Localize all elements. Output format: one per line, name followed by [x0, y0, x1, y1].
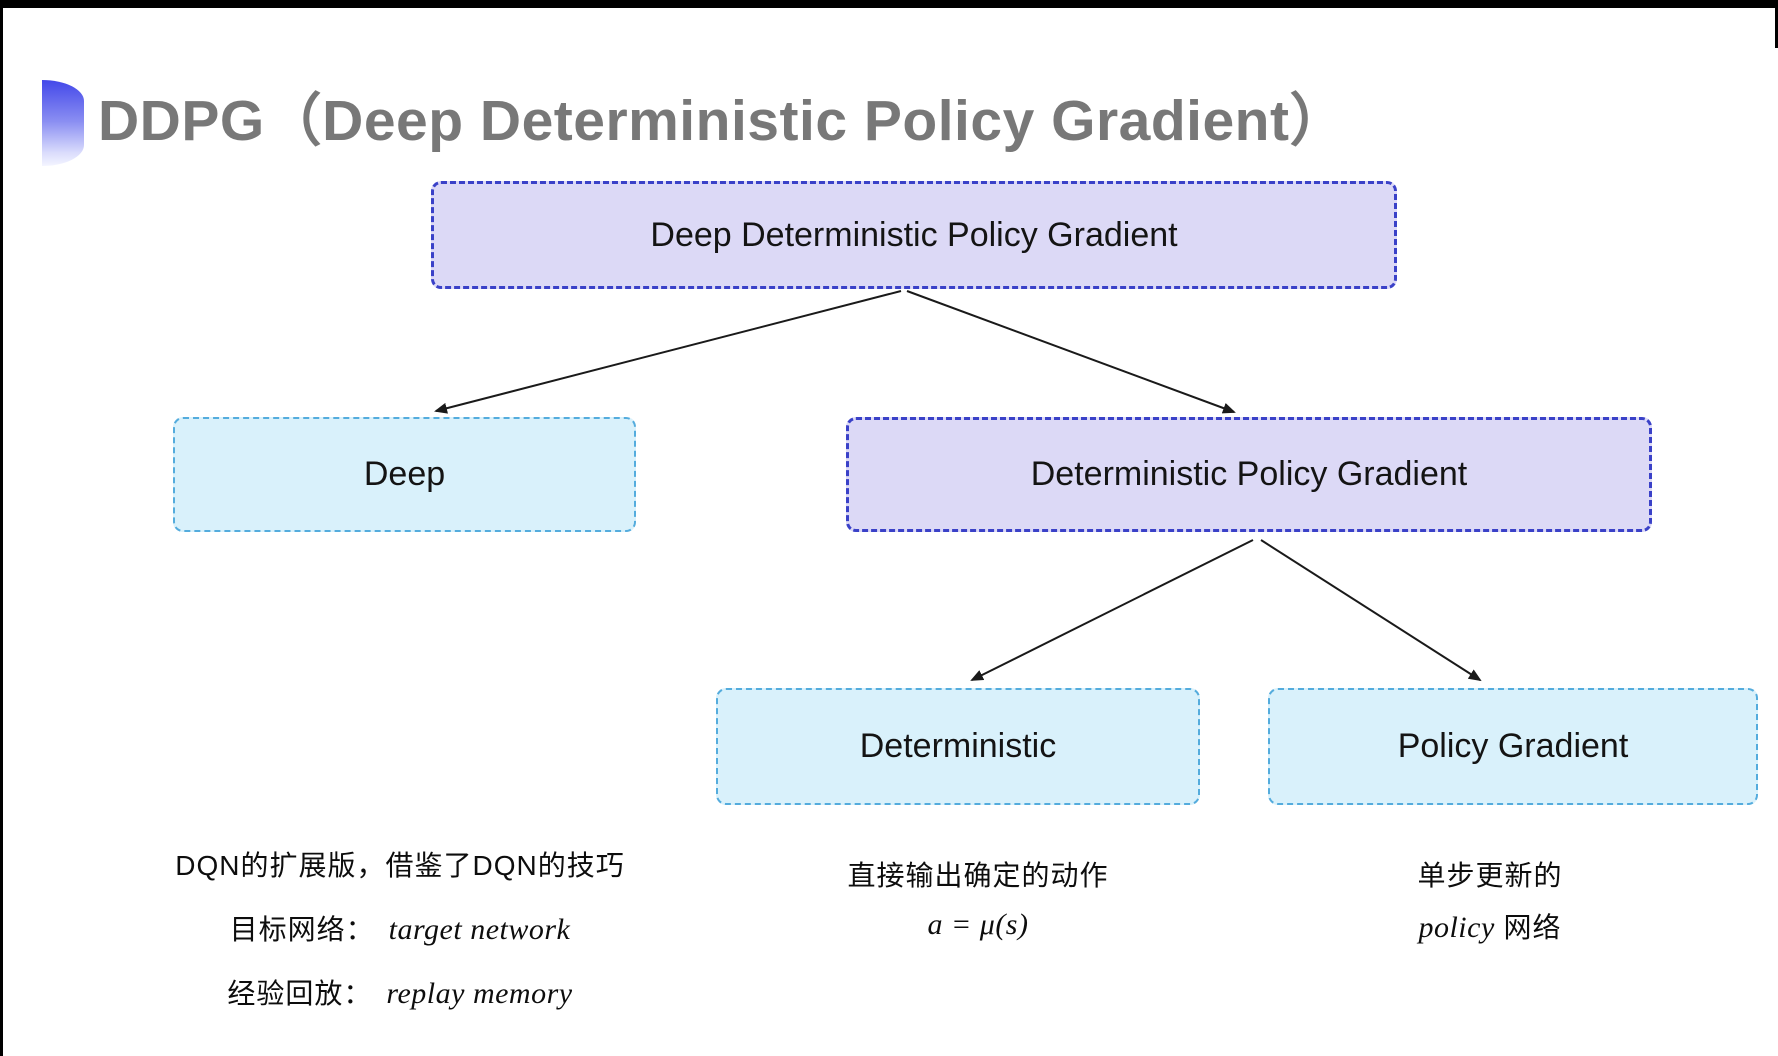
node-label: Deterministic — [859, 727, 1057, 765]
node-label: Deep — [363, 455, 446, 493]
note-deterministic-formula: a = μ(s) — [927, 908, 1029, 941]
note-deterministic: 直接输出确定的动作 a = μ(s) — [758, 854, 1198, 956]
node-policy-gradient: Policy Gradient — [1268, 688, 1758, 805]
header: DDPG（Deep Deterministic Policy Gradient） — [42, 78, 1347, 166]
title-bullet-icon — [42, 80, 84, 166]
arrow-dpg-to-deterministic — [970, 539, 1254, 681]
arrow-root-to-dpg — [906, 290, 1236, 414]
arrow-root-to-deep — [434, 290, 902, 414]
note-deep-line1: DQN的扩展版，借鉴了DQN的技巧 — [175, 850, 625, 881]
arrow-dpg-to-policy-gradient — [1260, 539, 1482, 682]
window-left-edge — [0, 0, 3, 1056]
node-deterministic: Deterministic — [716, 688, 1200, 805]
node-deep-deterministic-policy-gradient: Deep Deterministic Policy Gradient — [431, 181, 1397, 289]
note-policy-gradient-line1: 单步更新的 — [1417, 860, 1563, 891]
node-label: Deep Deterministic Policy Gradient — [650, 215, 1178, 254]
page-title: DDPG（Deep Deterministic Policy Gradient） — [98, 89, 1347, 153]
note-deterministic-line1: 直接输出确定的动作 — [847, 860, 1109, 891]
window-right-edge — [1775, 0, 1778, 48]
note-deep-replay-memory: 经验回放：replay memory — [227, 977, 573, 1010]
node-label: Deterministic Policy Gradient — [1030, 455, 1468, 493]
note-deep: DQN的扩展版，借鉴了DQN的技巧 目标网络：target network 经验… — [110, 844, 690, 1036]
note-deep-target-network: 目标网络：target network — [229, 913, 571, 946]
node-deep: Deep — [173, 417, 636, 532]
window-top-edge — [0, 0, 1778, 8]
note-policy-gradient: 单步更新的 policy 网络 — [1290, 854, 1690, 958]
node-deterministic-policy-gradient: Deterministic Policy Gradient — [846, 417, 1652, 532]
node-label: Policy Gradient — [1397, 727, 1629, 765]
note-policy-gradient-line2: policy 网络 — [1418, 911, 1562, 944]
